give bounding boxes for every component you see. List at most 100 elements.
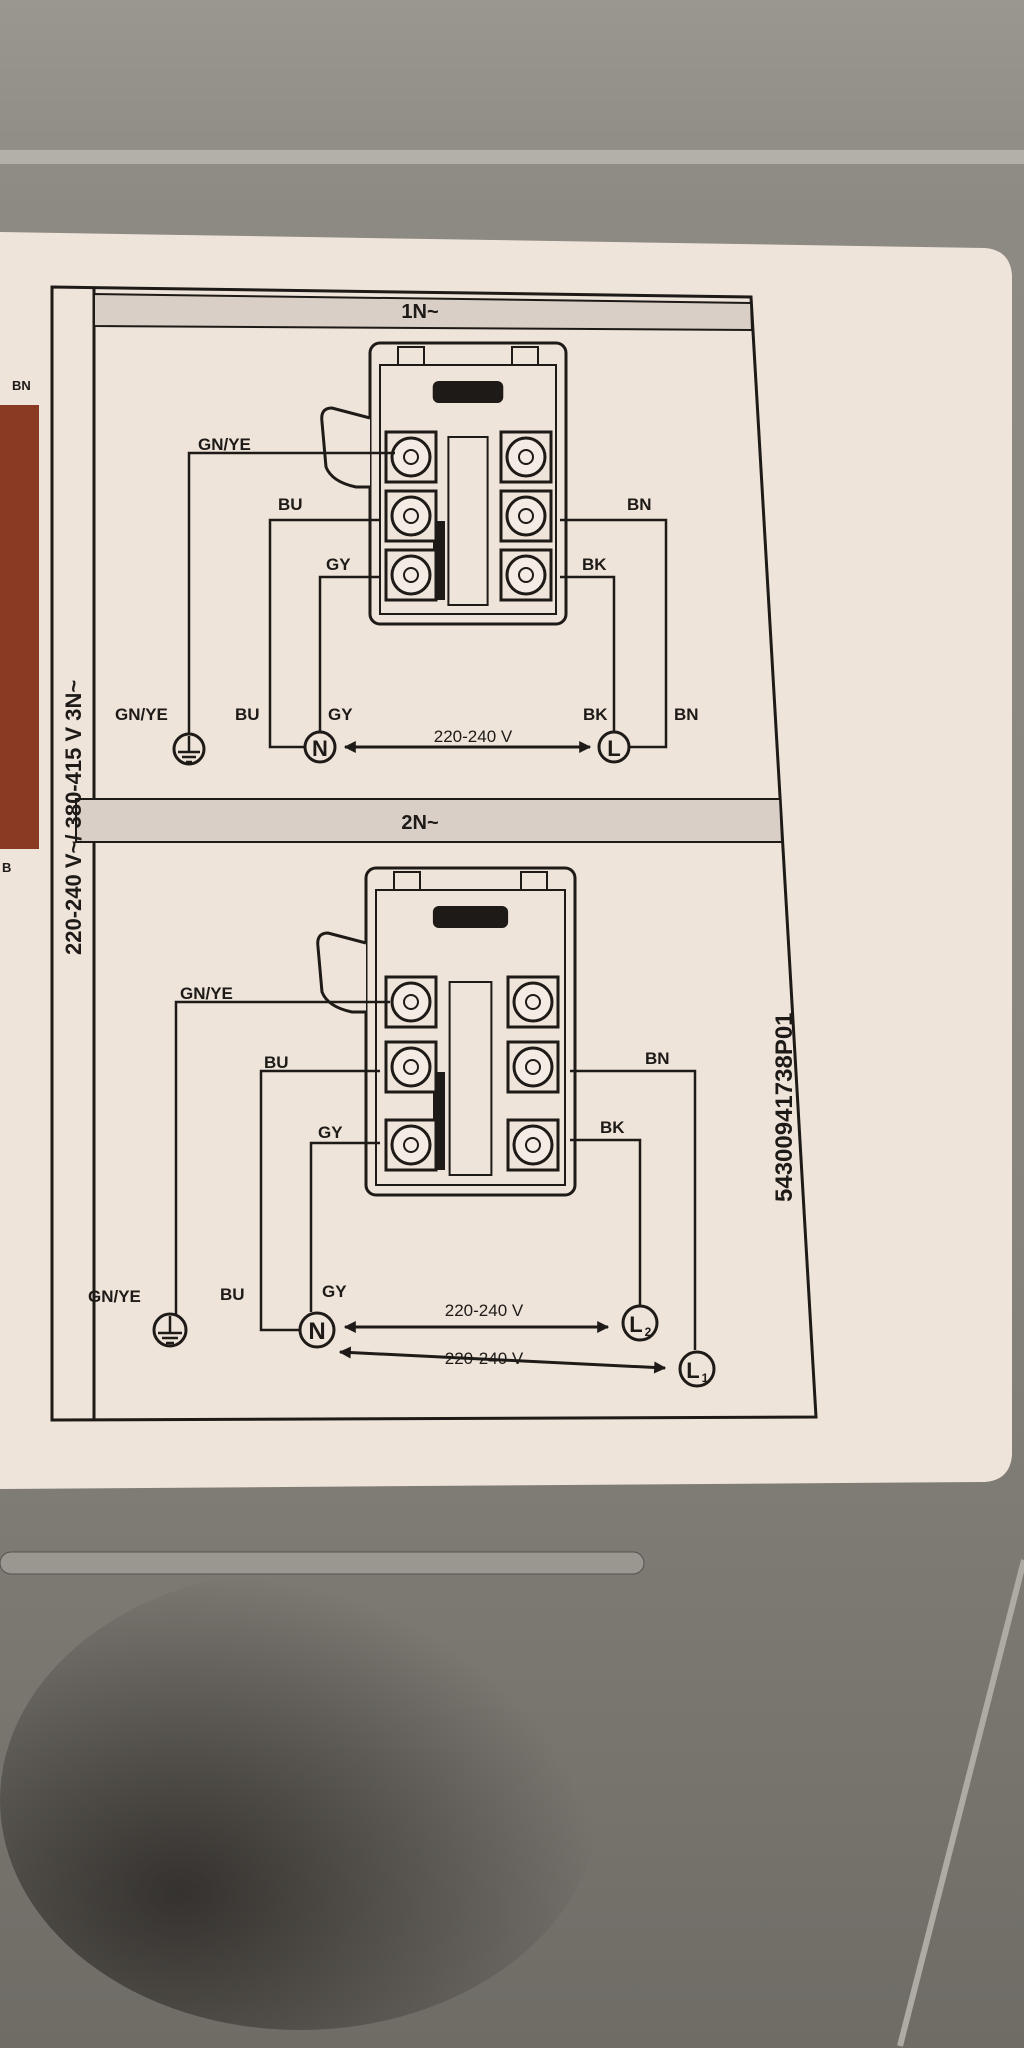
screw-icon — [390, 495, 432, 537]
edge-strip — [0, 405, 39, 849]
wire-bn-1n — [560, 518, 668, 749]
edge-label-bn: BN — [12, 378, 31, 393]
screw-hex — [518, 508, 534, 524]
section-title-1n: 1N~ — [401, 301, 438, 323]
earth-bracket — [320, 406, 371, 489]
paper-label — [0, 232, 1012, 1489]
screw-icon — [390, 981, 432, 1023]
wire-bk-2n — [570, 1138, 642, 1305]
wire-label-bn-bottom: BN — [674, 705, 699, 724]
block-center-bar — [447, 436, 489, 606]
wire-label-gnye-bottom: GN/YE — [88, 1287, 141, 1306]
wire-label-gnye: GN/YE — [180, 984, 233, 1003]
terminal-l2-subscript: 2 — [645, 1325, 652, 1339]
block-jumper — [432, 381, 504, 403]
terminal-l1-subscript: 1 — [702, 1371, 709, 1385]
wires-2n — [174, 1000, 697, 1374]
voltage-label-n-l2: 220-240 V — [445, 1301, 524, 1320]
wire-gnye-1n — [187, 451, 395, 735]
wire-label-bu-bottom: BU — [235, 705, 260, 724]
wire-label-gy-bottom: GY — [328, 705, 353, 724]
earth-terminal-2n — [152, 1312, 188, 1348]
wire-bu-2n — [259, 1069, 380, 1332]
screw-icon — [505, 554, 547, 596]
wire-label-gy: GY — [318, 1123, 343, 1142]
wire-label-bu: BU — [278, 495, 303, 514]
terminal-block-1n — [320, 341, 568, 626]
block-clip — [520, 871, 548, 891]
terminal-n-label: N — [308, 1318, 325, 1345]
neutral-terminal-1n: N — [303, 730, 337, 764]
wire-label-bk-bottom: BK — [583, 705, 608, 724]
voltage-rating-text: 220-240 V~/ 380-415 V 3N~ — [61, 680, 86, 955]
screw-hex — [403, 449, 419, 465]
serial-number-text: 54300941738P01 — [771, 1012, 798, 1202]
wire-label-gy: GY — [326, 555, 351, 574]
block-center-bar — [448, 981, 493, 1176]
screw-hex — [525, 1059, 541, 1075]
metal-seam — [897, 1559, 1024, 2047]
block-inner — [379, 364, 557, 615]
metal-edge — [0, 150, 1024, 164]
wire-label-bu-bottom: BU — [220, 1285, 245, 1304]
line-terminal-1n: L — [597, 730, 631, 764]
header-band-1n — [93, 292, 754, 332]
screw-hex — [518, 449, 534, 465]
block-clip — [397, 346, 425, 366]
screw-icon — [512, 1124, 554, 1166]
screw-icon — [390, 1124, 432, 1166]
screw-hex — [403, 1137, 419, 1153]
section-title-2n: 2N~ — [401, 812, 438, 834]
wire-bu-1n — [268, 518, 380, 749]
header-band-2n — [75, 798, 784, 843]
earth-bracket — [316, 931, 367, 1014]
screw-icon — [512, 1046, 554, 1088]
voltage-arrow-n-l1 — [338, 1346, 667, 1374]
terminal-l-label: L — [607, 736, 620, 761]
wire-label-gnye-bottom: GN/YE — [115, 705, 168, 724]
neutral-terminal-2n: N — [298, 1311, 336, 1349]
wire-label-bn: BN — [645, 1049, 670, 1068]
wires-1n — [187, 451, 668, 753]
terminal-l1-label: L — [686, 1358, 699, 1383]
screw-hex — [403, 1059, 419, 1075]
screw-icon — [390, 1046, 432, 1088]
wire-label-gnye: GN/YE — [198, 435, 251, 454]
block-jumper — [432, 906, 509, 928]
block-inner — [375, 889, 566, 1186]
screw-icon — [505, 436, 547, 478]
wire-label-bn: BN — [627, 495, 652, 514]
terminal-l2-label: L — [629, 1312, 642, 1337]
earth-terminal-1n — [172, 732, 206, 766]
wire-label-bk: BK — [582, 555, 607, 574]
voltage-label-1n: 220-240 V — [434, 727, 513, 746]
terminal-block-2n — [316, 866, 577, 1197]
line2-terminal-2n: L 2 — [621, 1304, 659, 1342]
block-clip — [393, 871, 421, 891]
wire-label-bu: BU — [264, 1053, 289, 1072]
screw-icon — [512, 981, 554, 1023]
screw-icon — [390, 436, 432, 478]
terminal-n-label: N — [312, 736, 328, 761]
screw-hex — [403, 994, 419, 1010]
screw-icon — [505, 495, 547, 537]
screw-hex — [525, 994, 541, 1010]
wire-bn-2n — [570, 1069, 697, 1350]
block-housing — [364, 866, 577, 1197]
wire-gy-1n — [318, 575, 380, 732]
screw-hex — [518, 567, 534, 583]
line1-terminal-2n: L 1 — [678, 1350, 716, 1388]
screw-hex — [403, 508, 419, 524]
edge-label-b: B — [2, 860, 11, 875]
screw-hex — [525, 1137, 541, 1153]
wire-gy-2n — [309, 1141, 380, 1312]
block-clip — [511, 346, 539, 366]
wire-bk-1n — [560, 575, 616, 732]
wire-label-bk: BK — [600, 1118, 625, 1137]
voltage-label-n-l1: 220-240 V — [445, 1349, 524, 1368]
diagram-frame — [50, 285, 818, 1422]
wire-label-gy-bottom: GY — [322, 1282, 347, 1301]
wire-gnye-2n — [174, 1000, 390, 1315]
